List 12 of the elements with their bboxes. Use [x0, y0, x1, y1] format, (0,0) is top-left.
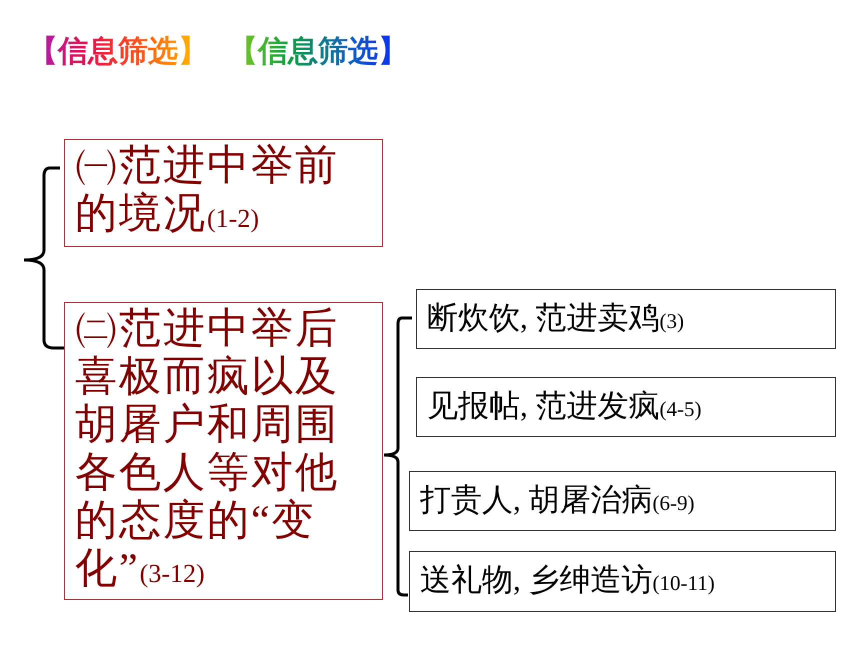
text-box	[64, 139, 383, 247]
box-text: ㈡范进中举后喜极而疯以及胡屠户和周围各色人等对他的态度的“变化”(3-12)	[75, 306, 339, 592]
box-text: ㈠范进中举前的境况(1-2)	[75, 143, 339, 237]
box-text: 送礼物, 乡绅造访(10-11)	[420, 562, 715, 597]
box-text: 见报帖, 范进发疯(4-5)	[427, 388, 702, 423]
text-box	[409, 471, 836, 531]
text-box	[64, 302, 383, 600]
box-text: 打贵人, 胡屠治病(6-9)	[420, 482, 694, 517]
box-text: 断炊饮, 范进卖鸡(3)	[427, 300, 684, 335]
text-box	[416, 377, 836, 437]
text-box	[409, 551, 836, 612]
text-box	[416, 289, 836, 349]
